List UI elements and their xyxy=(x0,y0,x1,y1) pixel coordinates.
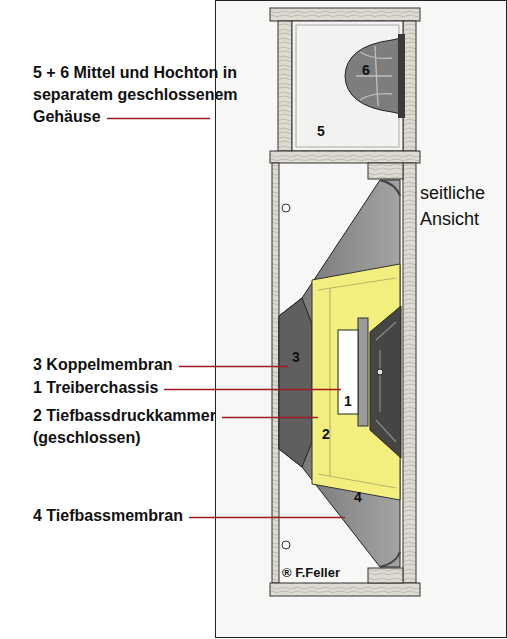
cabinet-wall xyxy=(272,163,279,583)
driver-cone xyxy=(370,306,401,458)
callout-label: 5 + 6 Mittel und Hochton in separatem ge… xyxy=(33,62,278,128)
driver-frame xyxy=(358,318,368,426)
callout-number: 4 xyxy=(354,489,362,505)
bass-cone xyxy=(279,180,400,567)
callout-label: 4 Tiefbassmembran xyxy=(33,505,243,527)
leader-line xyxy=(179,366,288,368)
callout-number: 6 xyxy=(362,62,370,78)
bottom-panel xyxy=(270,583,420,596)
callout-label: 3 Koppelmembran xyxy=(33,354,233,376)
picture-frame xyxy=(216,1,507,638)
leader-line xyxy=(222,417,318,419)
tweeter-fins xyxy=(356,46,392,106)
leader-line xyxy=(107,118,210,120)
view-label: seitliche Ansicht xyxy=(420,180,502,232)
callout-number: 1 xyxy=(344,393,352,409)
driver-terminal xyxy=(377,369,383,375)
screw-symbol xyxy=(282,204,290,212)
driver-cone-lines xyxy=(376,322,396,442)
pressure-chamber xyxy=(312,264,400,500)
copyright-note: ® F.Feller xyxy=(282,565,392,581)
closed-enclosure xyxy=(292,21,403,151)
callout-label: 1 Treiberchassis xyxy=(33,377,233,399)
callout-number: 5 xyxy=(317,123,325,139)
callout-label: 2 Tiefbassdruckkammer (geschlossen) xyxy=(33,405,233,449)
tweeter-flange xyxy=(398,34,405,118)
tweeter xyxy=(345,38,401,114)
top-panel xyxy=(270,8,420,21)
baffle-block xyxy=(368,163,403,179)
callout-number: 2 xyxy=(322,426,330,442)
front-baffle xyxy=(403,163,416,583)
module-wall xyxy=(278,21,292,151)
leader-line xyxy=(189,517,345,519)
leader-line xyxy=(164,389,341,391)
callout-number: 3 xyxy=(292,349,300,365)
screw-symbol xyxy=(282,541,290,549)
coupling-membrane xyxy=(279,298,312,467)
baffle-block xyxy=(368,568,403,583)
driver-magnet xyxy=(338,330,358,414)
divider-panel xyxy=(270,151,420,163)
